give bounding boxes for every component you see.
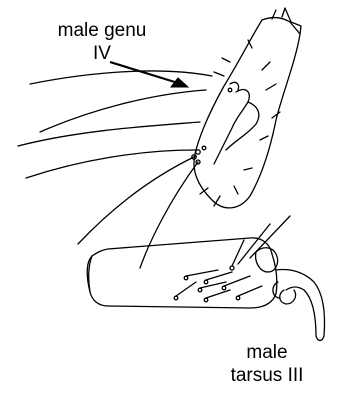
genu-inner-lobe bbox=[226, 102, 259, 150]
tarsus-outline bbox=[89, 238, 277, 308]
pointer-arrow bbox=[110, 62, 188, 87]
tarsus-label-line2: tarsus III bbox=[205, 364, 329, 387]
genu-label-line2: IV bbox=[34, 42, 170, 65]
genu-seta-long-2 bbox=[40, 90, 206, 132]
tarsus-claw bbox=[276, 270, 325, 341]
genu-label-line1: male genu bbox=[34, 19, 170, 42]
genu-inner-ridge bbox=[214, 90, 249, 164]
genu-seta-long-4 bbox=[26, 150, 196, 178]
genu-top-tip bbox=[272, 8, 291, 22]
genu-setae-short bbox=[200, 40, 280, 206]
tarsus-segment-drawing bbox=[87, 216, 324, 341]
genu-seta-long-5 bbox=[78, 156, 196, 244]
genu-seta-long-1 bbox=[30, 71, 212, 84]
genu-outline bbox=[194, 18, 300, 208]
tarsus-claw-inner bbox=[280, 290, 296, 304]
genu-seta-long-3 bbox=[18, 122, 200, 146]
genu-top-tip-2 bbox=[291, 22, 301, 34]
tarsus-label-line1: male bbox=[205, 341, 329, 364]
genu-seta-long-6 bbox=[140, 162, 198, 268]
